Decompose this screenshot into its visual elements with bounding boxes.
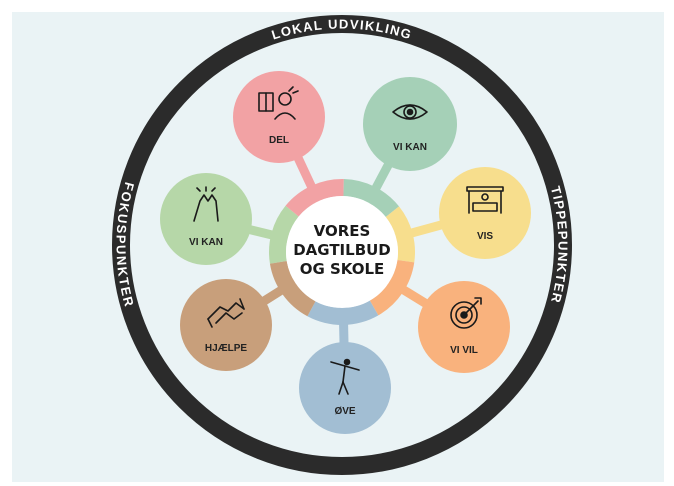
node-label: HJÆLPE — [205, 343, 248, 354]
node-vis: VIS — [439, 167, 531, 259]
balance-person-icon — [330, 358, 360, 395]
center-segment — [307, 300, 379, 325]
node-circle — [233, 71, 325, 163]
node-hjaelpe: HJÆLPE — [180, 279, 272, 371]
nodes: DEL VI KAN VIS VI VIL ØVE HJÆLPE VI KAN — [160, 71, 531, 434]
node-label: DEL — [269, 135, 289, 146]
node-label: VI VIL — [450, 345, 478, 356]
high-five-icon — [193, 186, 219, 222]
node-circle — [439, 167, 531, 259]
node-vi-vil: VI VIL — [418, 281, 510, 373]
center-line-2: DAGTILBUD — [293, 241, 391, 259]
stage-icon — [466, 186, 504, 214]
node-del: DEL — [233, 71, 325, 163]
center-segment — [369, 259, 415, 316]
node-circle — [418, 281, 510, 373]
center-segment — [269, 261, 316, 317]
ring-label-left: FOKUSPUNKTER — [113, 181, 137, 310]
eye-icon — [392, 104, 428, 120]
center-line-3: OG SKOLE — [300, 260, 385, 278]
center-ring — [269, 179, 415, 325]
center-line-1: VORES — [314, 222, 371, 240]
people-reading-icon — [258, 86, 299, 120]
node-label: VIS — [477, 231, 493, 242]
center-segment — [285, 179, 344, 217]
node-circle — [180, 279, 272, 371]
node-label: VI KAN — [393, 142, 427, 153]
outer-ring — [112, 15, 572, 475]
target-icon — [450, 297, 482, 329]
node-vi-kan-top: VI KAN — [363, 77, 457, 171]
node-circle — [363, 77, 457, 171]
ring-label-left-path: FOKUSPUNKTER — [113, 181, 135, 310]
node-label: ØVE — [334, 406, 355, 417]
center-circle — [286, 196, 398, 308]
node-vi-kan-left: VI KAN — [160, 173, 252, 265]
handshake-icon — [207, 298, 245, 328]
center-segment — [385, 206, 415, 263]
node-circle — [160, 173, 252, 265]
center-segment — [269, 205, 299, 264]
node-label: VI KAN — [189, 237, 223, 248]
node-ove: ØVE — [299, 342, 391, 434]
center-segment — [343, 179, 400, 218]
